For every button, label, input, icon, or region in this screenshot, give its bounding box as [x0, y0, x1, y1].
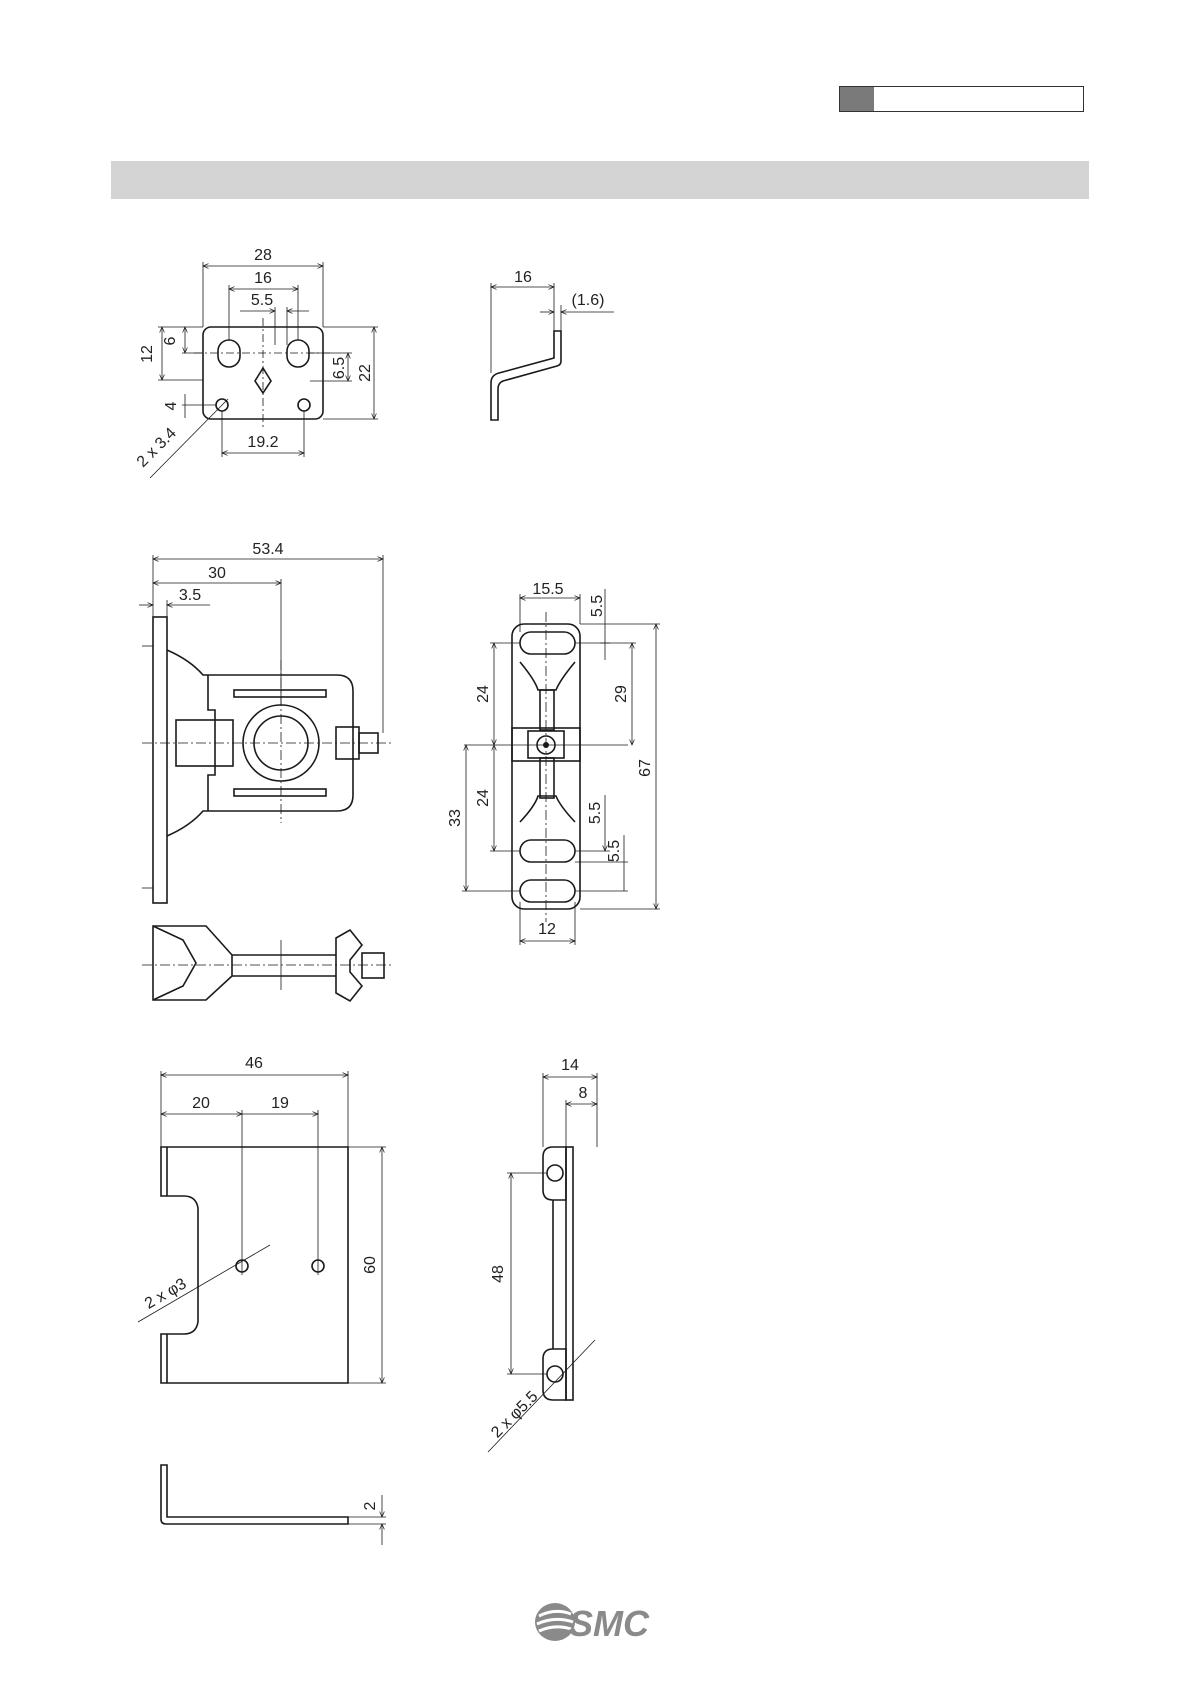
dim-14: 14: [561, 1057, 579, 1074]
dim-2x-phi5-5: 2 x φ5.5: [488, 1388, 541, 1441]
dim-24-bottom: 24: [475, 789, 492, 807]
smc-logo: SMC: [533, 1598, 663, 1651]
dim-5-5-low: 5.5: [606, 840, 623, 862]
dim-19: 19: [271, 1095, 289, 1112]
spacer-side-view: 15.5 5.5 29 67 24 24 33 5.5 5.5 12: [447, 581, 660, 945]
dim-6-5: 6.5: [331, 357, 348, 379]
dim-53-4: 53.4: [252, 541, 283, 558]
bracket-large-side-view: 14 8 48 2 x φ5.5: [488, 1057, 597, 1452]
bracket-small-front-view: 28 16 5.5 12 6 6.5 22 4 19.2 2 x 3.4: [134, 247, 378, 478]
dim-5-5-mid: 5.5: [587, 802, 604, 824]
dim-15-5: 15.5: [532, 581, 563, 598]
dim-33: 33: [447, 809, 464, 827]
dim-22: 22: [357, 364, 374, 382]
bracket-large-bottom-view: 2: [161, 1465, 386, 1545]
dim-67: 67: [637, 759, 654, 777]
dim-60: 60: [362, 1256, 379, 1274]
smc-logo-text: SMC: [569, 1603, 650, 1644]
smc-logo-icon: SMC: [533, 1598, 663, 1646]
dim-16-side: 16: [514, 269, 532, 286]
dim-12: 12: [139, 345, 156, 363]
dim-30: 30: [208, 565, 226, 582]
dim-48: 48: [490, 1265, 507, 1283]
dim-3-5: 3.5: [179, 587, 201, 604]
dim-46: 46: [245, 1055, 263, 1072]
dim-28: 28: [254, 247, 272, 264]
spacer-bottom-view: [142, 926, 392, 1001]
dim-8: 8: [579, 1085, 588, 1102]
dim-1-6: (1.6): [572, 292, 605, 309]
dim-20: 20: [192, 1095, 210, 1112]
dim-4: 4: [163, 401, 180, 410]
dim-29: 29: [613, 685, 630, 703]
dim-2x-phi3: 2 x φ3: [142, 1275, 190, 1312]
dim-5-5-top: 5.5: [589, 595, 606, 617]
dim-2: 2: [362, 1501, 379, 1510]
spacer-front-view: 53.4 30 3.5: [139, 541, 392, 903]
dim-19-2: 19.2: [247, 434, 278, 451]
dim-5-5: 5.5: [251, 292, 273, 309]
dim-12-bottom: 12: [538, 921, 556, 938]
dim-16: 16: [254, 270, 272, 287]
dim-2x3-4: 2 x 3.4: [134, 425, 180, 471]
bracket-large-front-view: 46 20 19 60 2 x φ3: [138, 1055, 386, 1383]
bracket-small-side-view: 16 (1.6): [491, 269, 614, 420]
dim-24-top: 24: [475, 685, 492, 703]
dim-6: 6: [162, 336, 179, 345]
